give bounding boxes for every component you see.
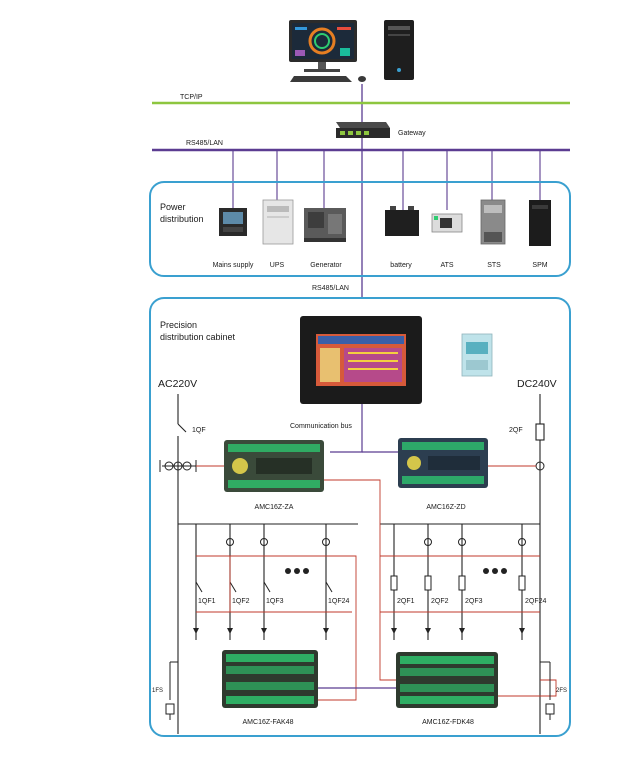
cabinet-title-2: distribution cabinet [160, 332, 236, 342]
dc-branch-1: 2QF1 [397, 598, 415, 605]
device-label-generator: Generator [310, 262, 342, 269]
dc-branch-3: 2QF3 [465, 598, 483, 605]
gateway-label: Gateway [398, 130, 426, 137]
cabinet-title-1: Precision [160, 320, 197, 330]
spm-icon [529, 200, 551, 246]
ac-branch-busbar [178, 523, 358, 640]
module-za-icon [224, 440, 324, 492]
ac-signal-lines [196, 555, 357, 701]
dc-main-breaker-label: 2QF [509, 427, 523, 434]
dc-spd-icon [540, 661, 555, 720]
device-label-spm: SPM [532, 262, 547, 269]
ac-branch-1: 1QF1 [198, 598, 216, 605]
power-distribution-panel [149, 181, 571, 277]
device-drops [232, 150, 541, 210]
device-label-mains: Mains supply [213, 262, 254, 269]
ats-icon [431, 213, 463, 233]
module-za-label: AMC16Z-ZA [255, 504, 294, 511]
ac-ellipsis [285, 568, 309, 574]
ac-branch-breakers [195, 581, 333, 593]
ac-voltage-label: AC220V [158, 378, 197, 390]
gateway-icon [336, 122, 390, 138]
ac-branch-24: 1QF24 [328, 598, 350, 605]
ac-spd-label: 1FS [152, 688, 163, 694]
dc-voltage-label: DC240V [517, 378, 557, 390]
battery-icon [385, 206, 419, 236]
device-label-ups: UPS [270, 262, 285, 269]
dc-signal-lines [324, 479, 557, 697]
ac-branch-2: 1QF2 [232, 598, 250, 605]
ups-icon [262, 199, 294, 245]
server-tower-icon [384, 20, 414, 80]
dc-spd-label: 2FS [556, 688, 567, 694]
ac-branch-cts [226, 538, 330, 546]
tcp-ip-label: TCP/IP [180, 94, 203, 101]
monitor-icon [289, 20, 357, 72]
keyboard-icon [290, 76, 366, 82]
dc-branch-fuses [390, 575, 526, 591]
dc-main-path [535, 394, 545, 734]
dc-branch-24: 2QF24 [525, 598, 547, 605]
rs485-label: RS485/LAN [186, 140, 223, 147]
module-fak-label: AMC16Z-FAK48 [243, 719, 294, 726]
touchscreen-icon [300, 316, 422, 404]
generator-icon [304, 208, 346, 242]
power-distribution-title-1: Power [160, 202, 186, 212]
communication-bus-label: Communication bus [290, 423, 352, 430]
dc-ellipsis [483, 568, 507, 574]
ac-branch-arrows [193, 628, 329, 634]
module-zd-icon [398, 438, 488, 488]
dc-branch-cts [424, 538, 526, 546]
power-distribution-title-2: distribution [160, 214, 204, 224]
module-zd-label: AMC16Z-ZD [426, 504, 465, 511]
rs485-lower-label: RS485/LAN [312, 285, 349, 292]
module-fak-icon [222, 650, 318, 708]
module-fdk-icon [396, 652, 498, 708]
ac-branch-3: 1QF3 [266, 598, 284, 605]
ac-main-path [177, 394, 187, 734]
cabinet-panel [149, 297, 571, 737]
ac-main-breaker-label: 1QF [192, 427, 206, 434]
dc-branch-2: 2QF2 [431, 598, 449, 605]
sts-icon [480, 199, 506, 245]
device-label-ats: ATS [440, 262, 453, 269]
ac-spd-icon [165, 661, 178, 720]
meter-icon [219, 208, 247, 236]
module-fdk-label: AMC16Z-FDK48 [422, 719, 474, 726]
ac-ct-icons [159, 460, 197, 472]
power-supply-icon [461, 333, 493, 377]
dc-branch-arrows [391, 628, 525, 634]
device-label-battery: battery [390, 262, 412, 269]
device-label-sts: STS [487, 262, 501, 269]
